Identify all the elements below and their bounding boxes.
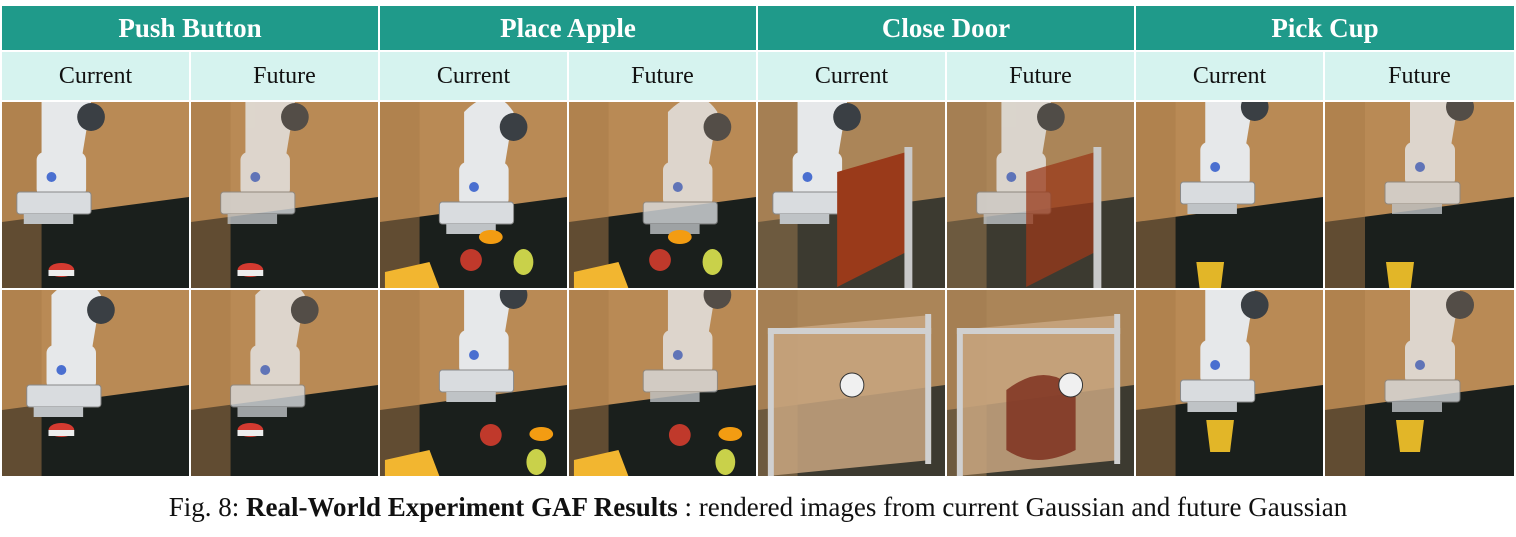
task-header-pick-cup: Pick Cup: [1136, 6, 1514, 50]
image-button-current: [2, 102, 191, 288]
image-apple-current: [380, 290, 569, 476]
image-cup-future: [1325, 102, 1514, 288]
button-current-render: [2, 290, 189, 476]
cup-current-render: [1136, 290, 1323, 476]
image-button-current: [2, 290, 191, 476]
door-future-render: [947, 102, 1134, 288]
subheader-current: Current: [2, 52, 191, 100]
subheader-row: Current Future Current Future Current Fu…: [2, 52, 1514, 100]
task-header-push-button: Push Button: [2, 6, 380, 50]
figure-grid: Push Button Place Apple Close Door Pick …: [2, 6, 1514, 476]
task-header-row: Push Button Place Apple Close Door Pick …: [2, 6, 1514, 50]
subheader-future: Future: [191, 52, 380, 100]
image-apple-current: [380, 102, 569, 288]
task-header-place-apple: Place Apple: [380, 6, 758, 50]
cup-future-render: [1325, 290, 1514, 476]
image-button-future: [191, 102, 380, 288]
apple-future-render: [569, 102, 756, 288]
button-future-render: [191, 290, 378, 476]
apple-current-render: [380, 102, 567, 288]
apple-future-render: [569, 290, 756, 476]
subheader-future: Future: [569, 52, 758, 100]
subheader-future: Future: [1325, 52, 1514, 100]
cup-future-render: [1325, 102, 1514, 288]
button-future-render: [191, 102, 378, 288]
door-current-render: [758, 102, 945, 288]
subheader-future: Future: [947, 52, 1136, 100]
image-cup-current: [1136, 102, 1325, 288]
button-current-render: [2, 102, 189, 288]
caption-bold: Real-World Experiment GAF Results: [246, 492, 678, 522]
image-apple-future: [569, 290, 758, 476]
task-header-close-door: Close Door: [758, 6, 1136, 50]
image-button-future: [191, 290, 380, 476]
subheader-current: Current: [1136, 52, 1325, 100]
image-row-2: [2, 290, 1514, 476]
caption-prefix: Fig. 8:: [168, 492, 240, 522]
image-door-current: [758, 290, 947, 476]
apple-current-render: [380, 290, 567, 476]
image-cup-future: [1325, 290, 1514, 476]
image-door-current: [758, 102, 947, 288]
image-row-1: [2, 102, 1514, 288]
door-future-render: [947, 290, 1134, 476]
door-current-render: [758, 290, 945, 476]
subheader-current: Current: [758, 52, 947, 100]
cup-current-render: [1136, 102, 1323, 288]
image-door-future: [947, 102, 1136, 288]
image-apple-future: [569, 102, 758, 288]
subheader-current: Current: [380, 52, 569, 100]
caption-rest: : rendered images from current Gaussian …: [684, 492, 1348, 522]
image-door-future: [947, 290, 1136, 476]
figure-caption: Fig. 8: Real-World Experiment GAF Result…: [0, 492, 1516, 523]
image-cup-current: [1136, 290, 1325, 476]
